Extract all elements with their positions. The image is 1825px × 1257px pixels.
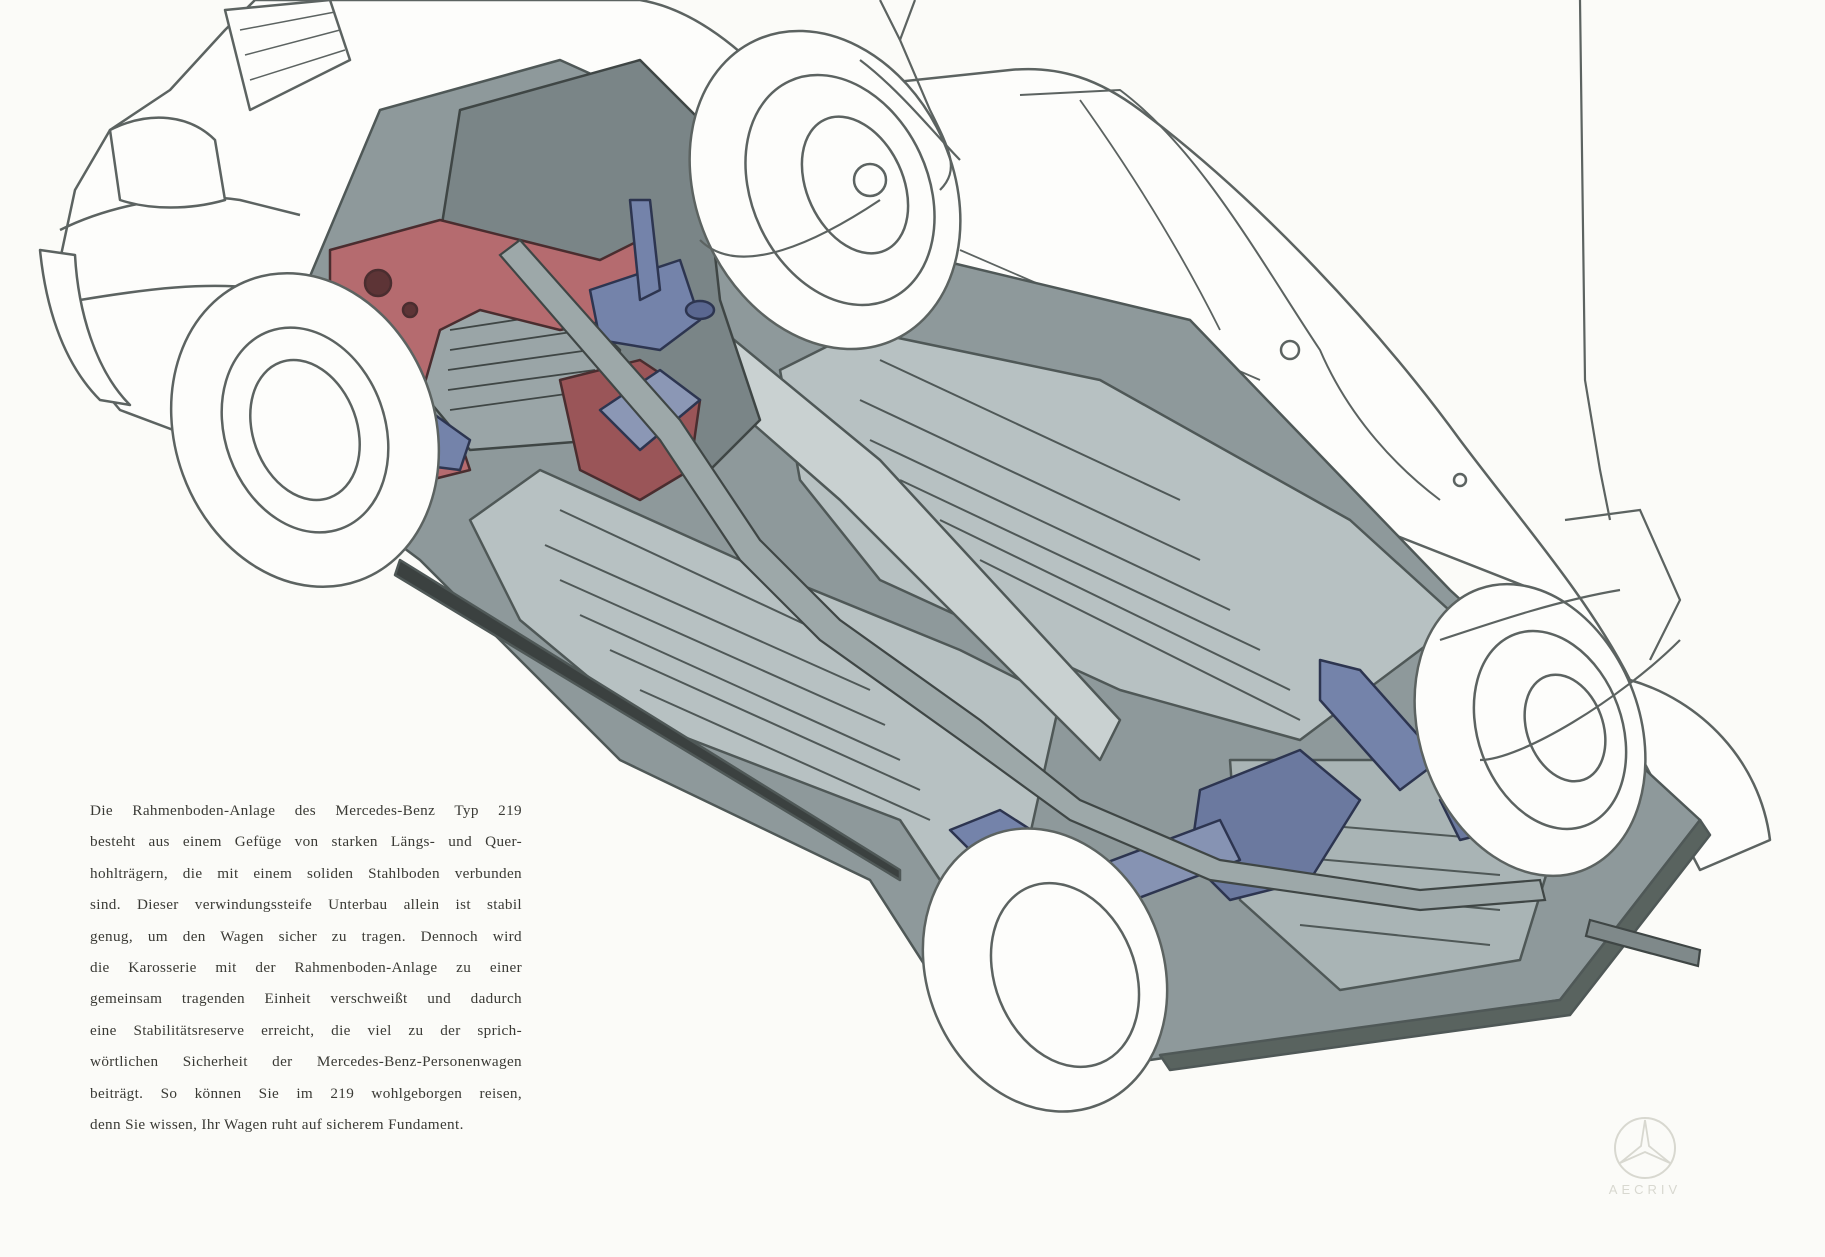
text-line: gemeinsam tragenden Einheit verschweißt … — [90, 990, 522, 1008]
exhaust-pipe — [498, 238, 1702, 968]
text-line: sind. Dieser verwindungssteife Unterbau … — [90, 896, 522, 914]
wheel-front-left — [169, 271, 441, 589]
lifting-slings — [699, 0, 1682, 762]
wheel-rear-left — [921, 827, 1169, 1113]
three-pointed-star-icon — [1614, 1117, 1676, 1179]
watermark-text: AECRIV — [1608, 1182, 1682, 1197]
text-line: beiträgt. So können Sie im 219 wohlgebor… — [90, 1084, 522, 1102]
text-line: die Karosserie mit der Rahmenboden-Anlag… — [90, 959, 522, 977]
description-paragraph: Die Rahmenboden-Anlage des Mercedes-Benz… — [90, 795, 522, 1140]
text-line: Die Rahmenboden-Anlage des Mercedes-Benz… — [90, 802, 522, 819]
wheel-rear-right — [1413, 582, 1647, 878]
text-line: wörtlichen Sicherheit der Mercedes-Benz-… — [90, 1053, 522, 1071]
text-line: besteht aus einem Gefüge von starken Län… — [90, 833, 522, 851]
text-line: hohlträgern, die mit einem soliden Stahl… — [90, 864, 522, 882]
text-line: denn Sie wissen, Ihr Wagen ruht auf sich… — [90, 1116, 464, 1134]
text-line: genug, um den Wagen sicher zu tragen. De… — [90, 927, 522, 945]
text-line: eine Stabilitätsreserve erreicht, die vi… — [90, 1021, 522, 1039]
